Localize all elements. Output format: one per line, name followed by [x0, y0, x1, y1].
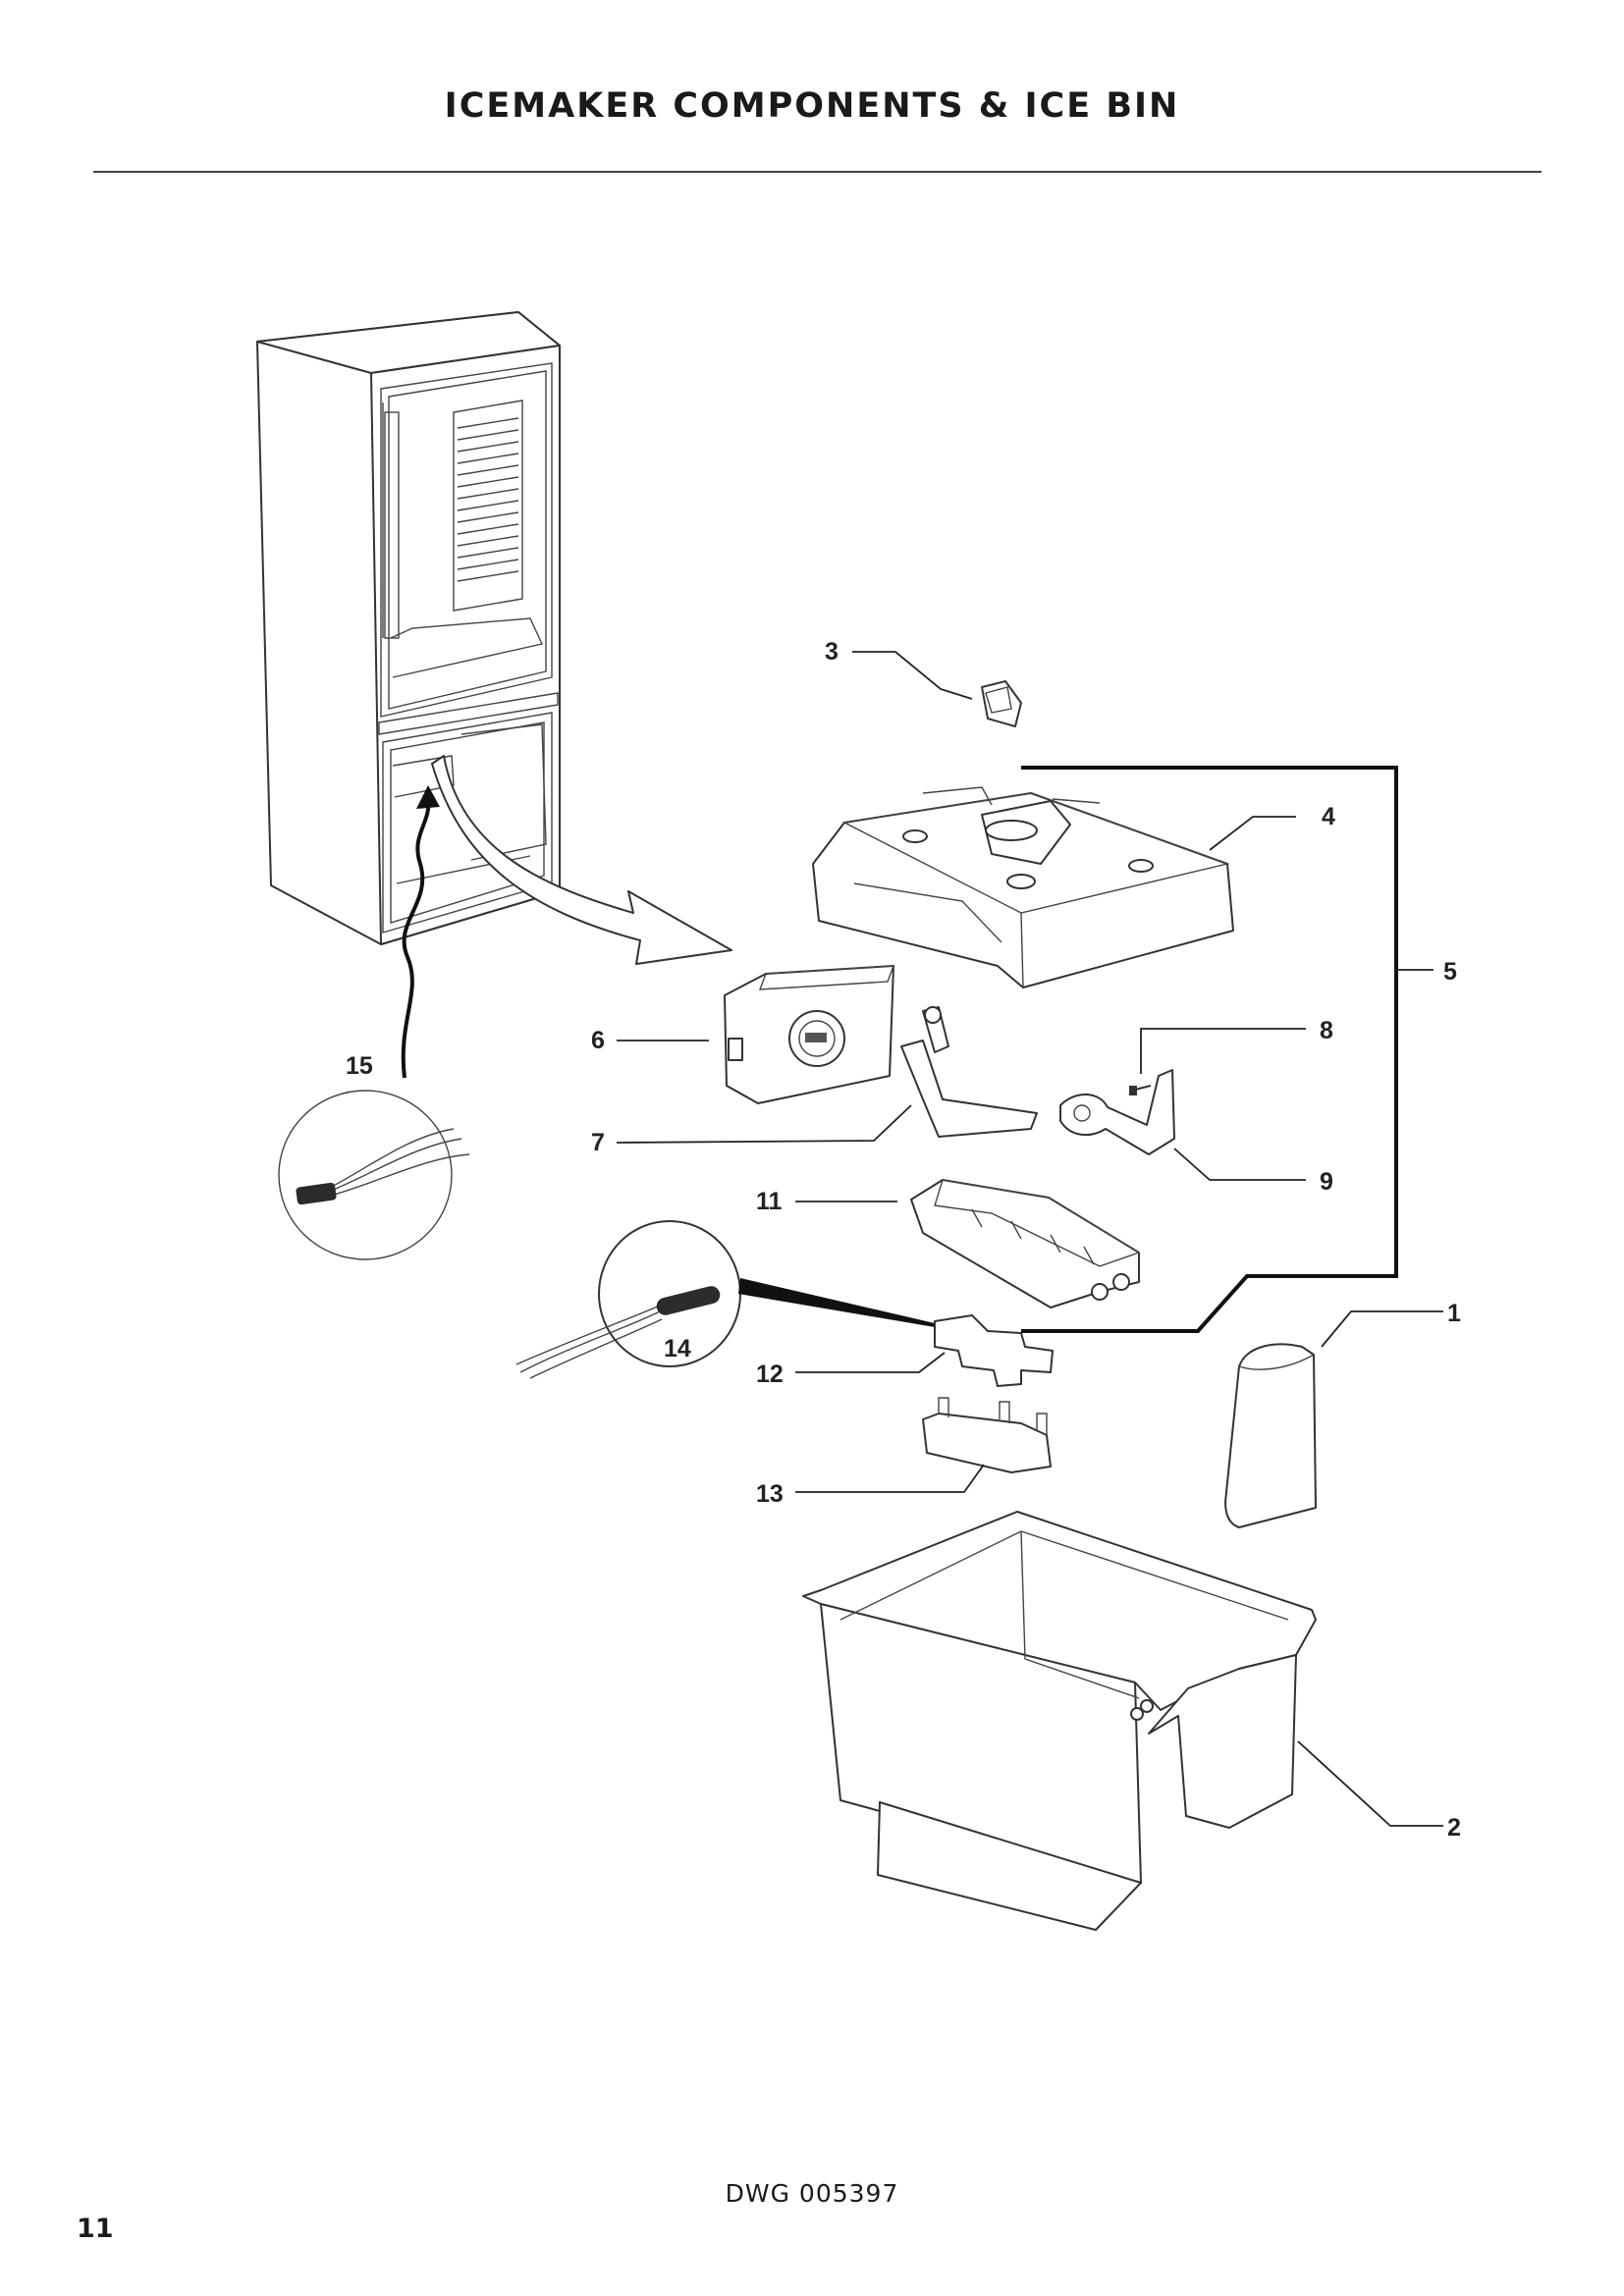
- sensor-detail-15: [278, 1090, 470, 1260]
- callout-11: 11: [756, 1188, 783, 1215]
- evaporator-grille: [453, 400, 523, 612]
- callout-9: 9: [1320, 1168, 1333, 1196]
- refrigerator-cabinet: [256, 311, 561, 945]
- part-6-control-module: [724, 965, 895, 1104]
- assembly-bracket-5: [1021, 766, 1398, 1333]
- callout-13: 13: [756, 1480, 784, 1508]
- callout-15: 15: [346, 1052, 373, 1080]
- page-title: ICEMAKER COMPONENTS & ICE BIN: [444, 86, 1180, 126]
- sensor-detail-14: [515, 1220, 935, 1379]
- part-1-cover: [1224, 1343, 1317, 1528]
- callout-6: 6: [591, 1027, 605, 1054]
- callout-5: 5: [1443, 958, 1457, 986]
- part-4-icemaker-housing: [812, 786, 1234, 988]
- callout-12: 12: [756, 1361, 784, 1388]
- page-number: 11: [77, 2214, 114, 2244]
- part-2-ice-bin: [802, 1511, 1317, 1931]
- lead-arrow-head: [416, 785, 440, 809]
- part-9-arm: [1059, 1069, 1175, 1155]
- location-arrow: [431, 755, 732, 965]
- callout-7: 7: [591, 1129, 605, 1156]
- drawing-number: DWG 005397: [725, 2179, 899, 2208]
- part-8-screw: [1129, 1085, 1152, 1095]
- part-11-ice-mold: [910, 1179, 1141, 1308]
- callout-3: 3: [825, 638, 839, 666]
- title-divider: [93, 171, 1542, 173]
- callout-2: 2: [1447, 1814, 1461, 1842]
- callout-14: 14: [664, 1335, 691, 1362]
- callout-1: 1: [1447, 1300, 1461, 1327]
- callout-8: 8: [1320, 1017, 1333, 1044]
- callout-4: 4: [1322, 803, 1335, 830]
- part-7-lever: [900, 1006, 1038, 1138]
- thermistor-lead-15: [401, 796, 431, 1079]
- part-3-cap: [981, 680, 1022, 727]
- part-12-bracket: [934, 1314, 1054, 1387]
- part-13-mounting-plate: [922, 1397, 1052, 1473]
